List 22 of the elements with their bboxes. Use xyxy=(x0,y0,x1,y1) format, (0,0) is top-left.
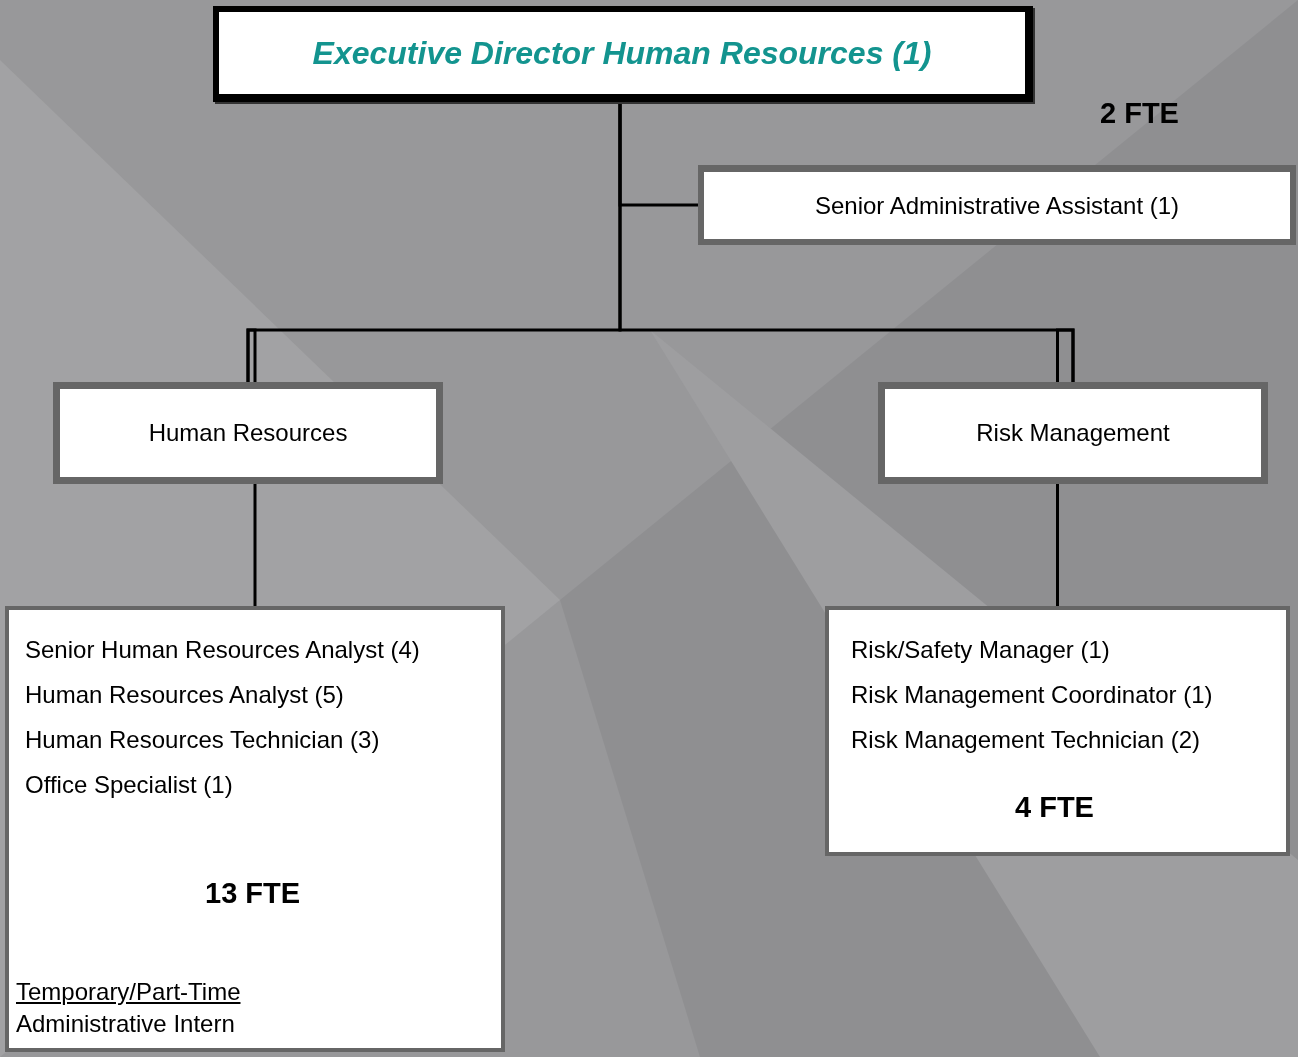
fte-total: 4 FTE xyxy=(1015,790,1094,825)
position-text: Administrative Intern xyxy=(16,1009,235,1039)
position-text: Human Resources Technician (3) xyxy=(25,726,380,754)
fte-total: 2 FTE xyxy=(1100,96,1179,131)
org-box xyxy=(213,6,1033,102)
position-text: Risk/Safety Manager (1) xyxy=(851,636,1110,664)
position-text: Risk Management Coordinator (1) xyxy=(851,681,1213,709)
staff-box xyxy=(5,606,505,1052)
title-text: Executive Director Human Resources (1) xyxy=(312,34,932,73)
position-text: Office Specialist (1) xyxy=(25,771,233,799)
section-heading: Temporary/Part-Time xyxy=(16,977,241,1007)
unit-name: Human Resources xyxy=(148,418,348,448)
position-text: Senior Human Resources Analyst (4) xyxy=(25,636,420,664)
org-box xyxy=(698,165,1296,245)
org-box xyxy=(53,382,443,484)
staff-box xyxy=(825,606,1290,856)
position-text: Human Resources Analyst (5) xyxy=(25,681,344,709)
unit-name: Senior Administrative Assistant (1) xyxy=(814,190,1180,221)
fte-total: 13 FTE xyxy=(205,876,301,911)
org-box xyxy=(878,382,1268,484)
position-text: Risk Management Technician (2) xyxy=(851,726,1201,754)
unit-name: Risk Management xyxy=(976,418,1170,448)
